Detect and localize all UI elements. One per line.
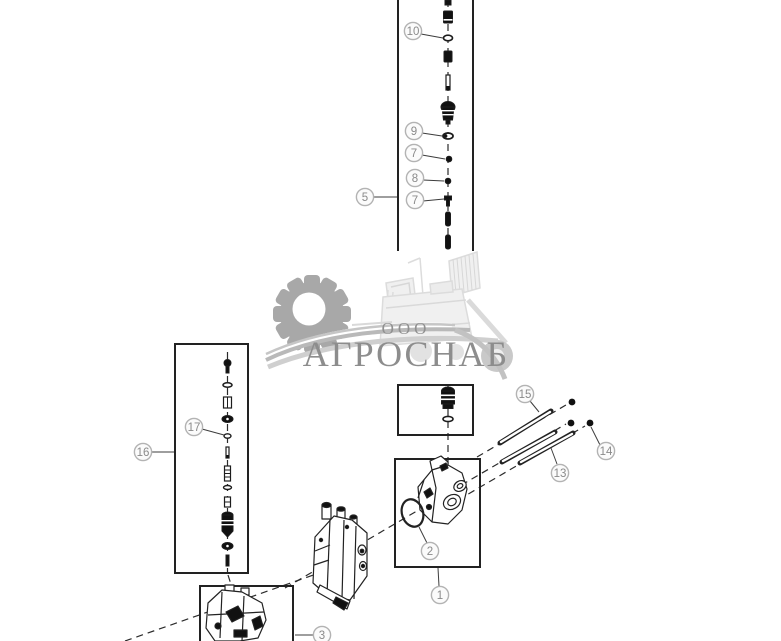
watermark-org-prefix: ООО xyxy=(382,319,431,338)
nut-1 xyxy=(568,398,576,406)
part-stack-left xyxy=(221,359,234,567)
callouts: 10 9 7 8 7 5 17 xyxy=(133,21,616,641)
inlet-section-part xyxy=(205,584,267,641)
watermark: ООО АГРОСНАБ xyxy=(262,250,513,380)
callout-balloon xyxy=(133,442,153,462)
callout-label: 2 xyxy=(427,546,433,558)
callout-label: 17 xyxy=(188,422,201,434)
callout-label: 7 xyxy=(412,195,418,207)
end-section-part xyxy=(417,455,468,525)
callout-label: 13 xyxy=(554,468,567,480)
o-ring-part xyxy=(400,498,425,528)
tie-rods xyxy=(497,408,576,466)
valve-stack-part xyxy=(312,501,368,611)
callout-1: 1 xyxy=(430,585,450,605)
callout-label: 14 xyxy=(600,446,613,458)
relief-plug-part xyxy=(440,386,456,423)
callout-13: 13 xyxy=(550,463,570,483)
callout-label: 10 xyxy=(407,26,420,38)
callout-5: 5 xyxy=(355,187,375,207)
callout-label: 7 xyxy=(411,148,417,160)
callout-balloon xyxy=(430,585,450,605)
callout-balloon xyxy=(550,463,570,483)
callout-balloon xyxy=(404,121,424,141)
callout-15: 15 xyxy=(515,384,535,404)
callout-16: 16 xyxy=(133,442,153,462)
callout-14: 14 xyxy=(596,441,616,461)
detail-box-3 xyxy=(199,585,294,641)
callout-label: 15 xyxy=(519,389,532,401)
detail-box-5 xyxy=(397,0,474,251)
callout-balloon xyxy=(405,190,425,210)
callout-balloon xyxy=(420,541,440,561)
callout-7-lower: 7 xyxy=(405,190,425,210)
detail-box-plug xyxy=(397,384,474,436)
callout-label: 8 xyxy=(412,173,418,185)
nut-3 xyxy=(586,419,594,427)
detail-box-16 xyxy=(174,343,249,574)
callout-3: 3 xyxy=(312,625,332,641)
callout-leader-lines xyxy=(152,33,601,636)
callout-2: 2 xyxy=(420,541,440,561)
callout-8: 8 xyxy=(405,168,425,188)
swoosh-lines-icon xyxy=(262,322,508,380)
callout-balloon xyxy=(184,417,204,437)
callout-balloon xyxy=(515,384,535,404)
callout-label: 9 xyxy=(411,126,417,138)
callout-balloon xyxy=(596,441,616,461)
callout-balloon xyxy=(405,168,425,188)
part-stack-top xyxy=(440,0,456,250)
callout-balloon xyxy=(312,625,332,641)
callout-label: 5 xyxy=(362,192,368,204)
callout-7-upper: 7 xyxy=(404,143,424,163)
callout-9: 9 xyxy=(404,121,424,141)
callout-label: 1 xyxy=(437,590,443,602)
callout-17: 17 xyxy=(184,417,204,437)
nut-2 xyxy=(567,419,575,427)
callout-label: 3 xyxy=(319,630,325,641)
callout-label: 16 xyxy=(137,447,150,459)
callout-10: 10 xyxy=(403,21,423,41)
rod-nuts xyxy=(567,398,594,427)
callout-balloon xyxy=(355,187,375,207)
watermark-org-name: АГРОСНАБ xyxy=(303,334,509,374)
callout-balloon xyxy=(404,143,424,163)
callout-balloon xyxy=(403,21,423,41)
